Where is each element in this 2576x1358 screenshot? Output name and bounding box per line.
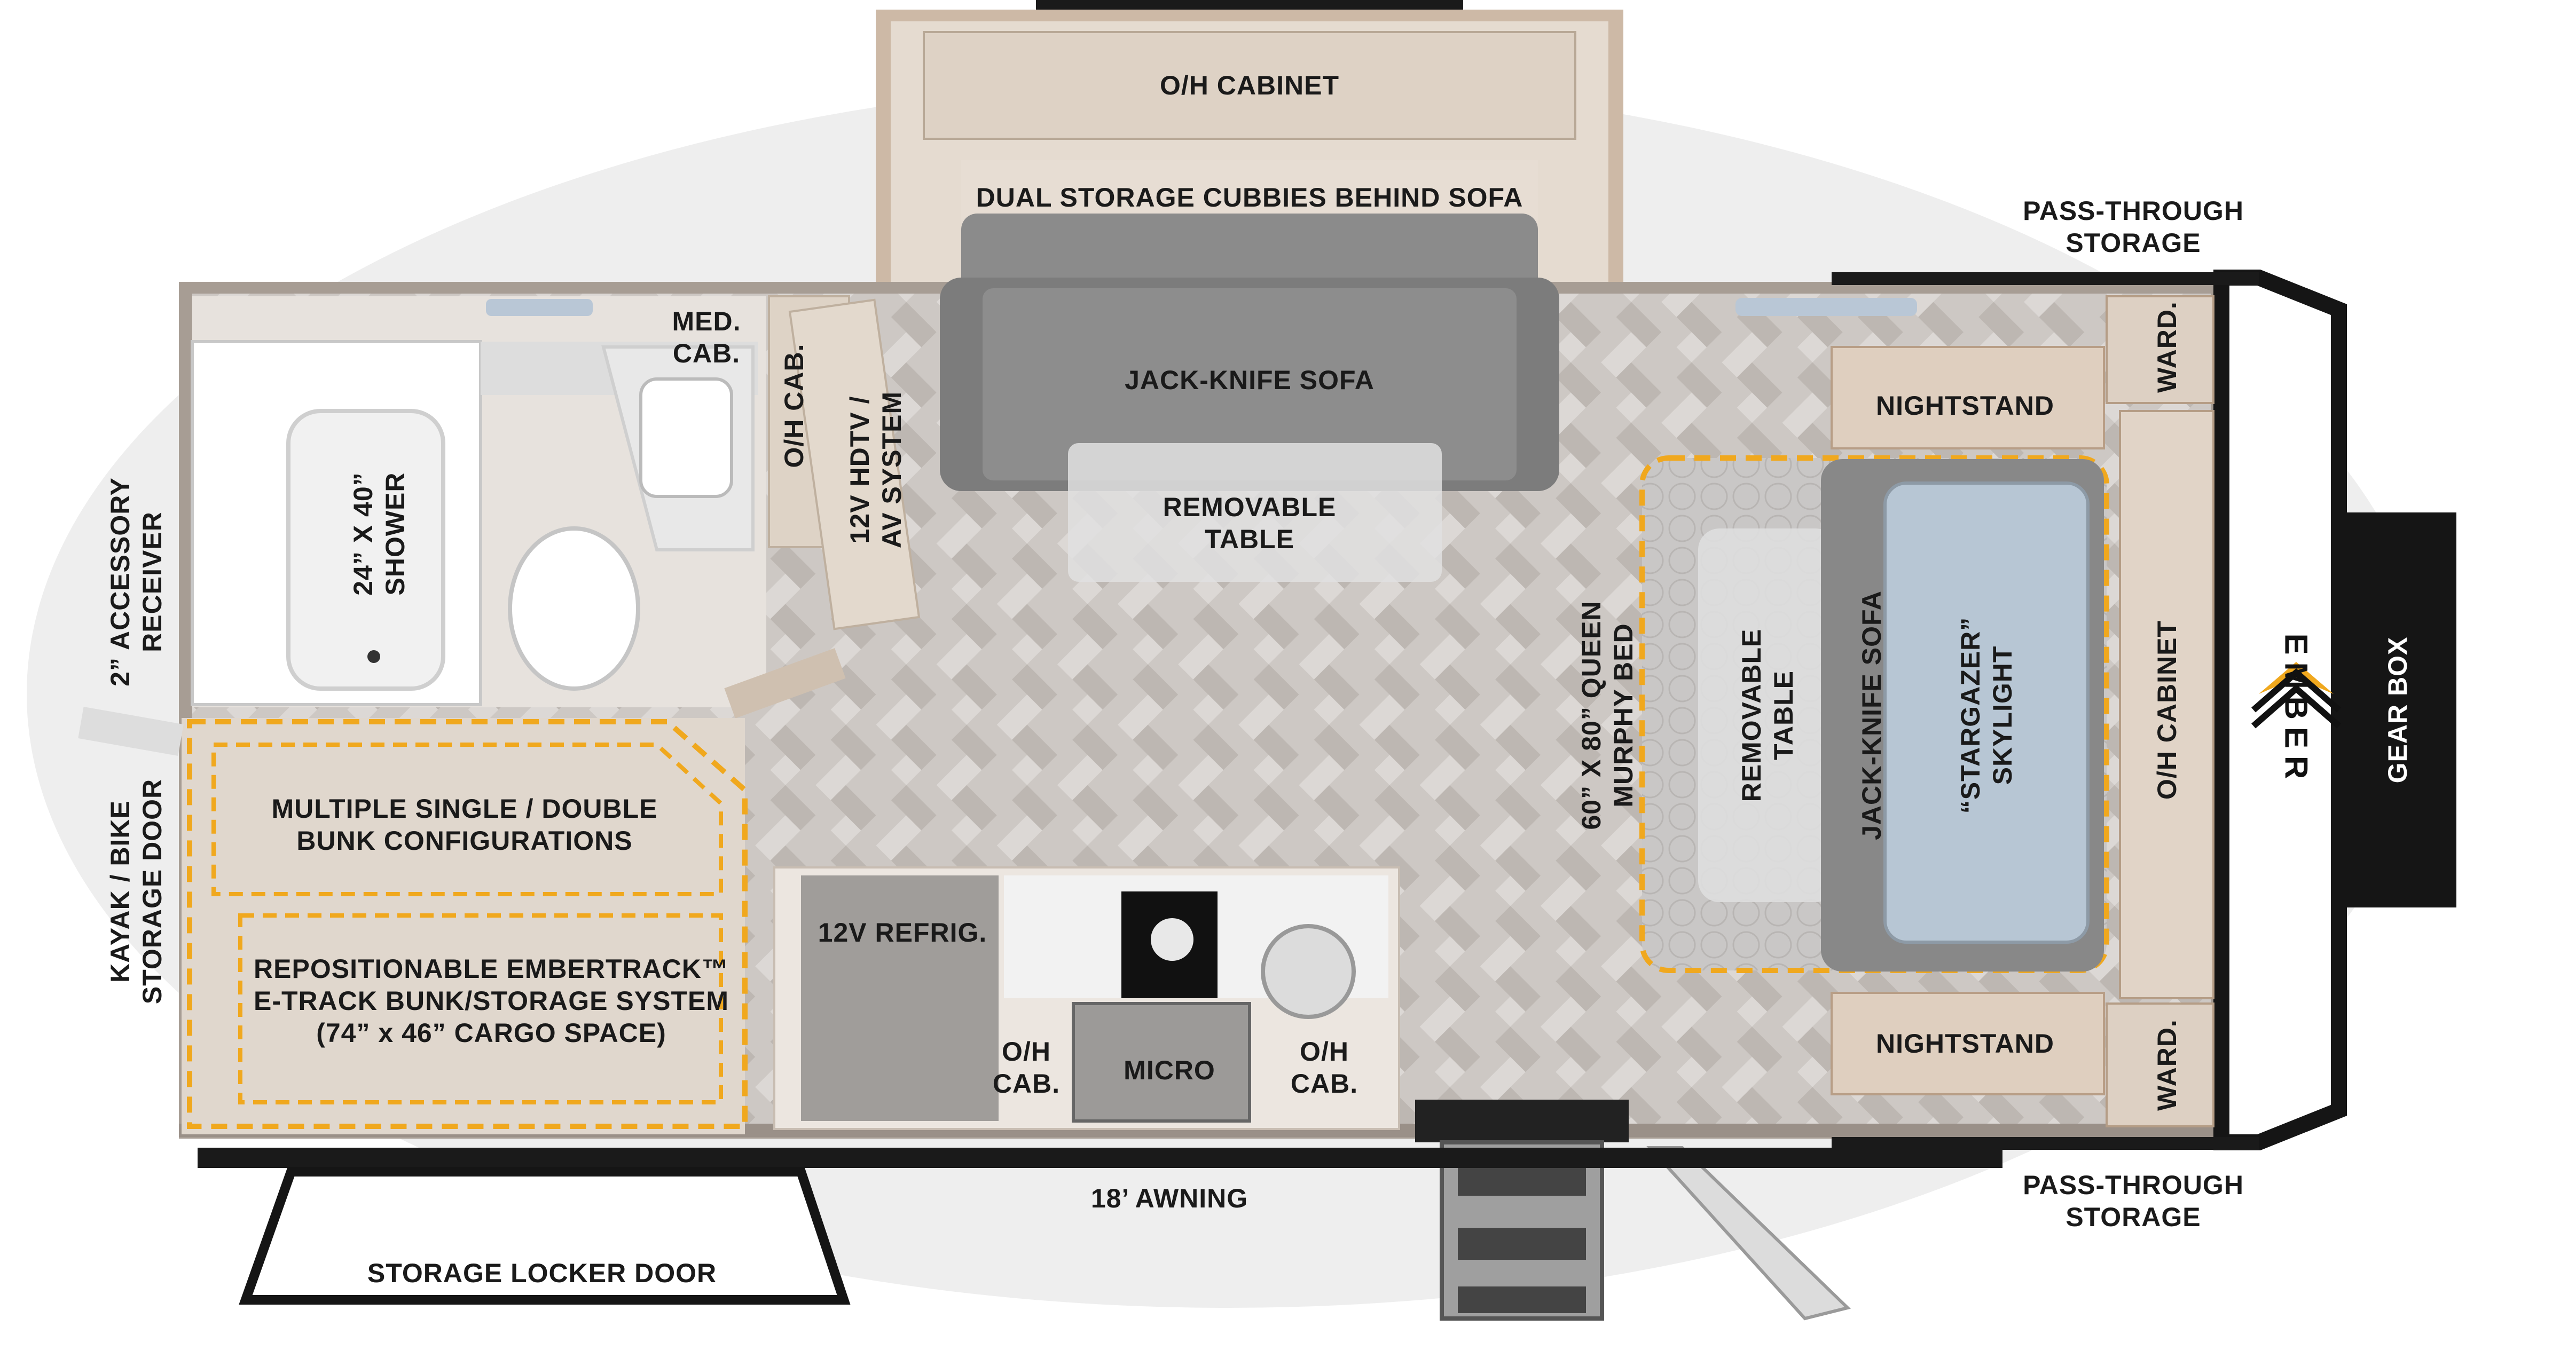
window-top-right xyxy=(1735,298,1917,316)
jack-knife-sofa-right-label: JACK-KNIFE SOFA xyxy=(1857,590,1887,840)
oh-cab-right-label: O/H CAB. xyxy=(1290,1037,1358,1099)
ember-logo xyxy=(2251,662,2341,729)
nightstand-bottom-label: NIGHTSTAND xyxy=(1875,1029,2055,1059)
pass-through-storage-bottom-label: PASS-THROUGH STORAGE xyxy=(2023,1170,2244,1232)
kitchen xyxy=(773,866,1400,1130)
removable-table-top-label: REMOVABLE TABLE xyxy=(1163,492,1337,554)
front-bedroom xyxy=(1639,295,2214,1127)
med-cab-label: MED. CAB. xyxy=(672,306,741,368)
front-cap xyxy=(1832,270,2456,1150)
oh-cab-bath-label: O/H CAB. xyxy=(779,343,809,468)
oh-cabinet-top-label: O/H CABINET xyxy=(1160,70,1339,100)
bunk-config-label: MULTIPLE SINGLE / DOUBLE BUNK CONFIGURAT… xyxy=(271,794,658,856)
hdtv-label: 12V HDTV / AV SYSTEM xyxy=(845,391,907,549)
ward-bottom-label: WARD. xyxy=(2152,1019,2182,1111)
oh-cab-left-label: O/H CAB. xyxy=(992,1037,1061,1099)
nightstand-top-label: NIGHTSTAND xyxy=(1875,391,2055,421)
oh-cabinet-right-label: O/H CABINET xyxy=(2152,620,2182,800)
entry-steps xyxy=(1415,1100,1851,1321)
murphy-bed-label: 60” X 80” QUEEN MURPHY BED xyxy=(1576,601,1638,830)
skylight-label: “STARGAZER” SKYLIGHT xyxy=(1955,617,2017,814)
top-sofa xyxy=(940,214,1559,582)
refrig-label: 12V REFRIG. xyxy=(818,918,987,948)
cargo-area xyxy=(78,706,748,1134)
gear-box-label: GEAR BOX xyxy=(2383,636,2413,784)
embertrack-label: REPOSITIONABLE EMBERTRACK™ E-TRACK BUNK/… xyxy=(253,954,729,1048)
accessory-receiver-label: 2” ACCESSORY RECEIVER xyxy=(105,477,167,686)
awning-label: 18’ AWNING xyxy=(1090,1183,1248,1213)
pass-through-storage-top-label: PASS-THROUGH STORAGE xyxy=(2023,196,2244,258)
storage-locker-door-label: STORAGE LOCKER DOOR xyxy=(367,1258,717,1288)
ward-top-label: WARD. xyxy=(2152,301,2182,393)
removable-table-right-label: REMOVABLE TABLE xyxy=(1737,628,1799,802)
shower-label: 24” X 40” SHOWER xyxy=(348,472,410,596)
storage-locker-door xyxy=(239,1167,851,1305)
ember-brand-text: EMBER xyxy=(2278,633,2314,787)
jack-knife-sofa-top-label: JACK-KNIFE SOFA xyxy=(1125,365,1375,395)
micro-label: MICRO xyxy=(1124,1055,1215,1085)
bathroom xyxy=(191,295,921,719)
dual-storage-label: DUAL STORAGE CUBBIES BEHIND SOFA xyxy=(976,183,1523,212)
awning-rail xyxy=(198,1148,2002,1168)
kayak-door-label: KAYAK / BIKE STORAGE DOOR xyxy=(105,778,167,1005)
